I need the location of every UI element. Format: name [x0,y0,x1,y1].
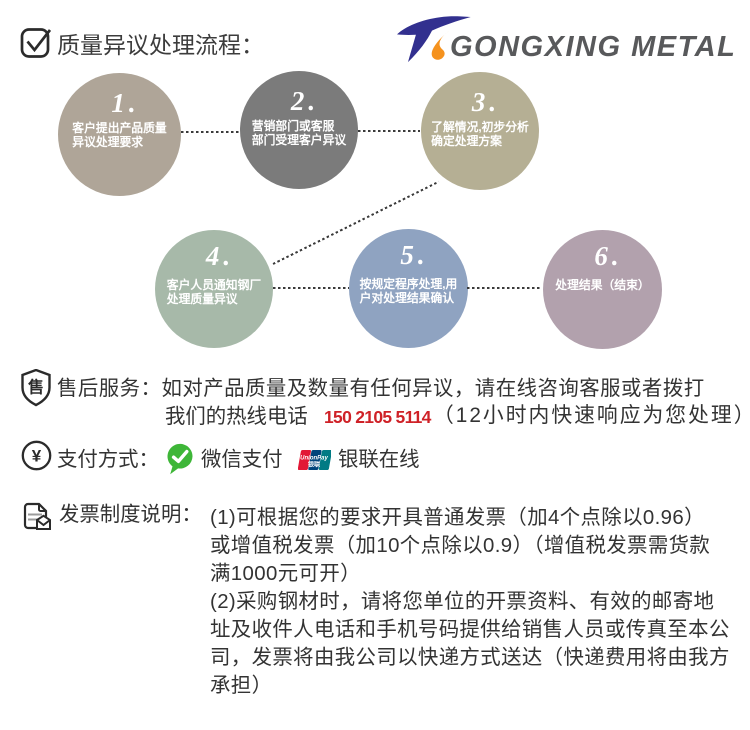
svg-text:¥: ¥ [32,447,42,466]
svg-text:UnionPay: UnionPay [300,456,328,462]
svg-text:售: 售 [28,378,44,397]
svg-text:银联: 银联 [308,461,320,469]
